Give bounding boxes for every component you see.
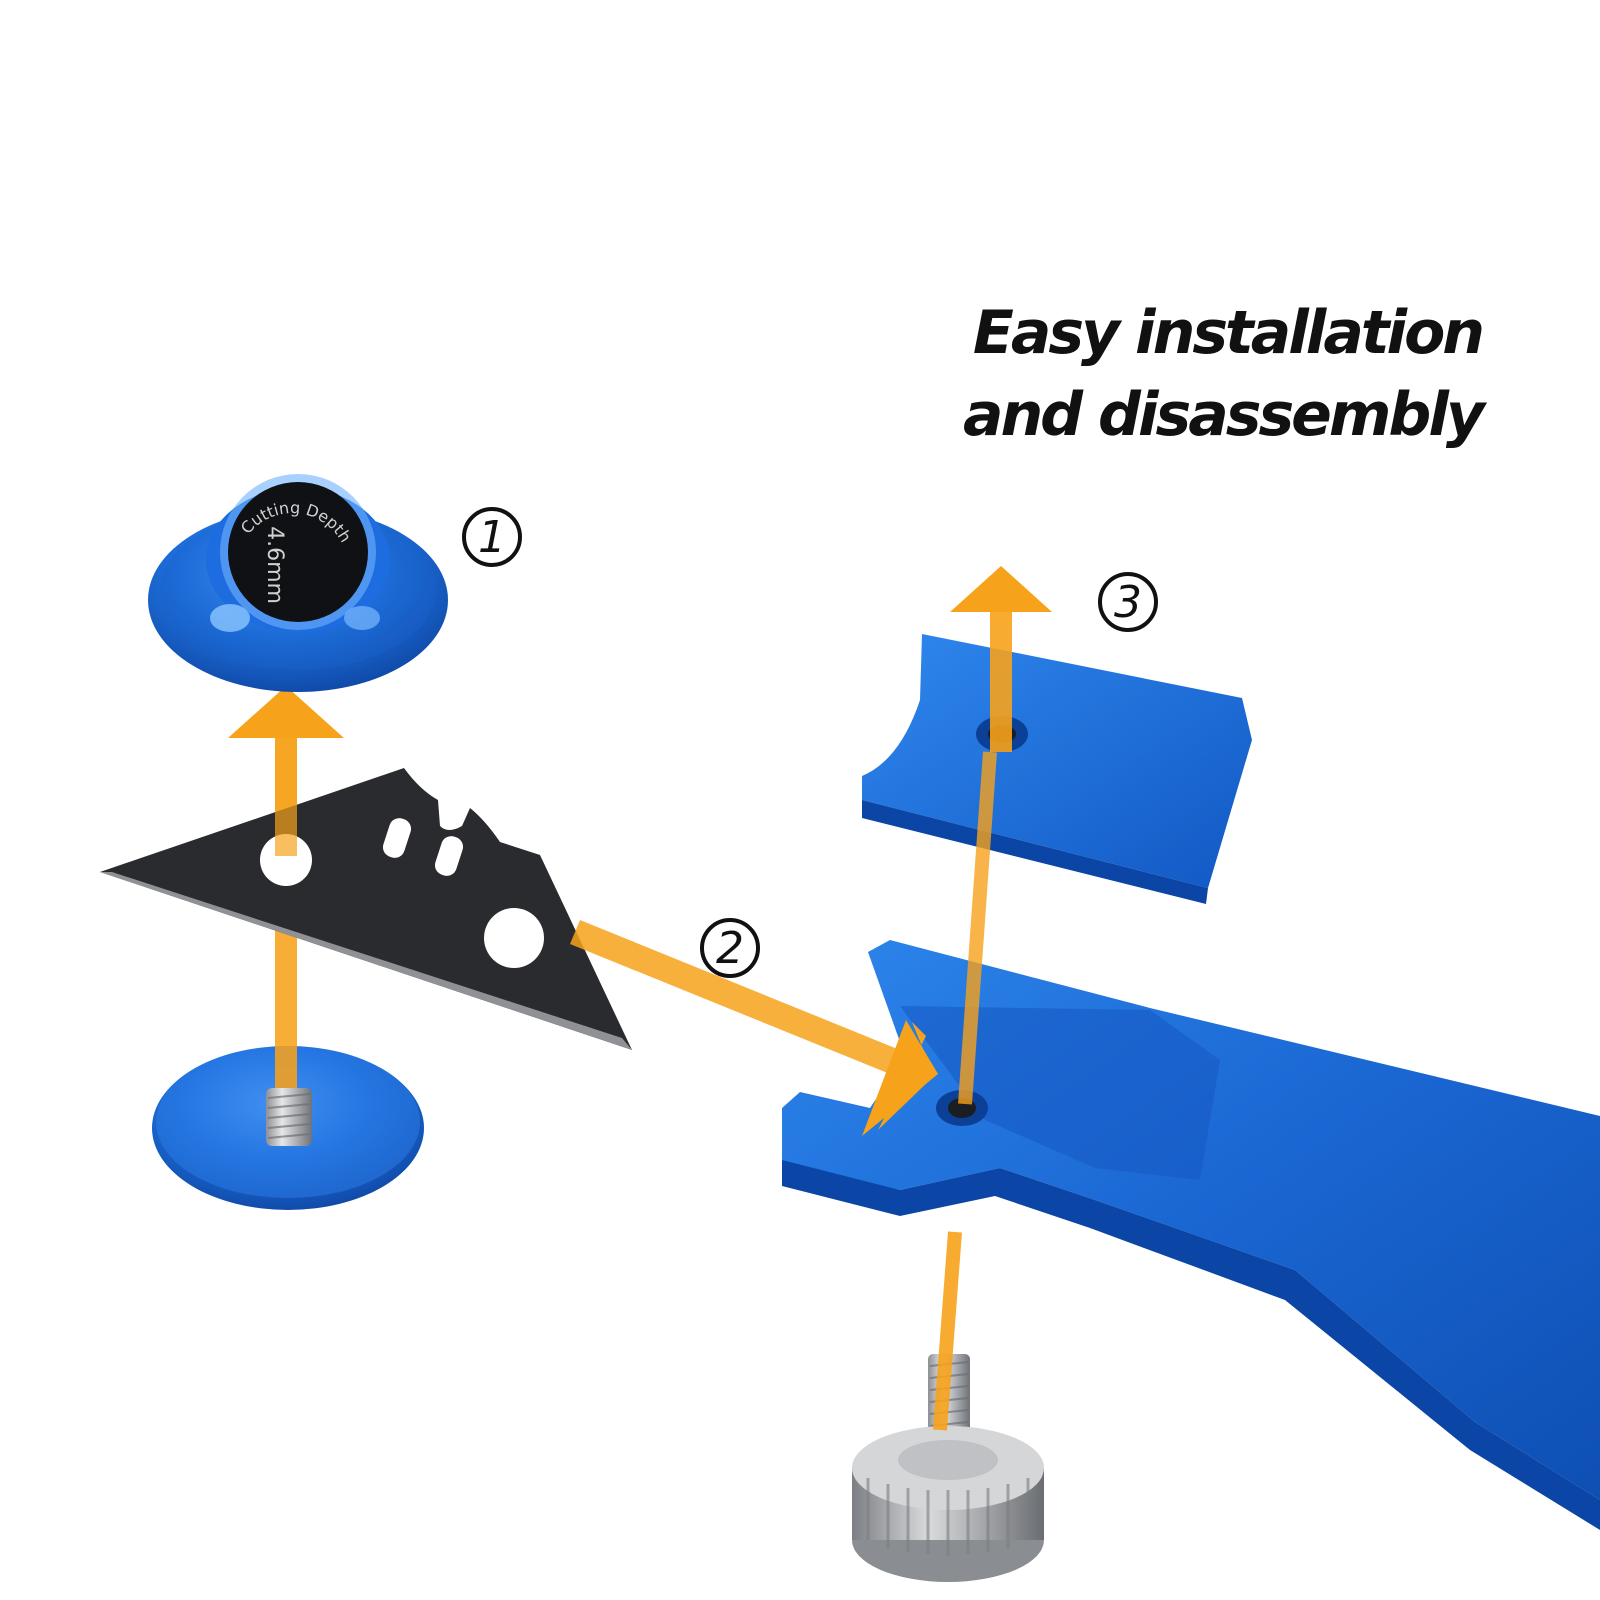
headline-line-1: Easy installation bbox=[963, 292, 1482, 374]
clamp-plate bbox=[862, 634, 1252, 904]
headline-line-2: and disassembly bbox=[963, 374, 1482, 456]
utility-blade bbox=[100, 768, 632, 1050]
step-1-marker: 1 bbox=[462, 507, 522, 567]
headline: Easy installation and disassembly bbox=[963, 292, 1482, 456]
step-3-marker: 3 bbox=[1098, 572, 1158, 632]
depth-cap: Cutting Depth 4.6mm bbox=[148, 474, 448, 692]
depth-value: 4.6mm bbox=[262, 526, 287, 604]
step-2-marker: 2 bbox=[700, 918, 760, 978]
arrow-1-head bbox=[228, 686, 344, 738]
